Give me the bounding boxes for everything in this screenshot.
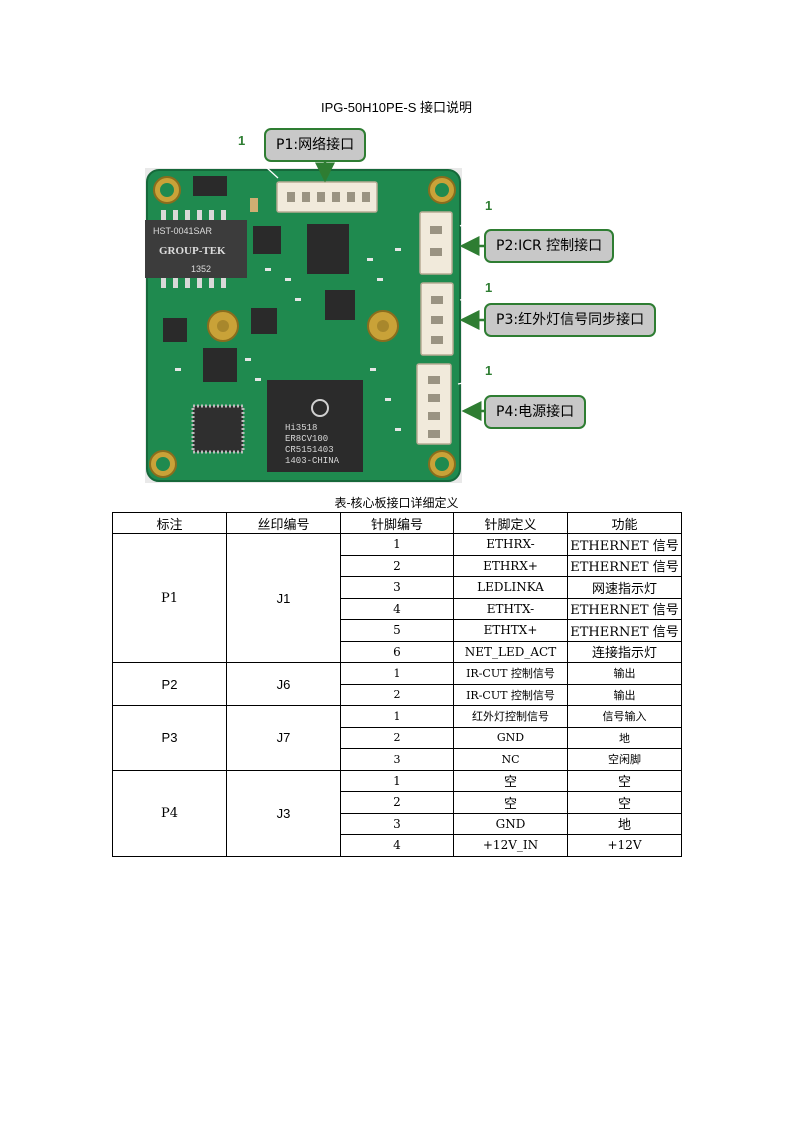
def-cell: 空 xyxy=(453,769,568,792)
pin-cell: 1 xyxy=(340,769,454,792)
func-cell: 连接指示灯 xyxy=(567,640,682,663)
header-silkscreen: 丝印编号 xyxy=(226,512,341,534)
table-row: 2 IR-CUT 控制信号 输出 xyxy=(113,683,682,706)
soc-label-4: 1403-CHINA xyxy=(285,456,340,466)
silk-cell: J3 xyxy=(226,769,341,857)
func-cell: 空 xyxy=(567,769,682,792)
def-cell: IR-CUT 控制信号 xyxy=(453,683,568,706)
func-cell: ETHERNET 信号 xyxy=(567,619,682,642)
def-cell: ETHRX- xyxy=(453,533,568,556)
pin-cell: 1 xyxy=(340,662,454,685)
table-row: P3 J7 1 红外灯控制信号 信号输入 xyxy=(112,705,682,771)
def-cell: 红外灯控制信号 xyxy=(453,705,568,728)
func-cell: 空 xyxy=(567,791,682,814)
silk-cell: J1 xyxy=(226,533,341,663)
pin-definition-table: 标注 丝印编号 针脚编号 针脚定义 功能 P1 J1 1 ETHRX- ETHE… xyxy=(112,512,682,857)
transformer-label-1: HST-0041SAR xyxy=(153,226,213,236)
header-mark: 标注 xyxy=(112,512,227,534)
func-cell: +12V xyxy=(567,834,682,857)
document-title: IPG-50H10PE-S 接口说明 xyxy=(321,100,472,115)
transformer-label-2: GROUP-TEK xyxy=(159,245,226,257)
def-cell: +12V_IN xyxy=(453,834,568,857)
def-cell: IR-CUT 控制信号 xyxy=(453,662,568,685)
mark-cell: P4 xyxy=(112,769,227,857)
pin-cell: 1 xyxy=(340,705,454,728)
header-pin-definition: 针脚定义 xyxy=(453,512,568,534)
table-caption: 表-核心板接口详细定义 xyxy=(334,496,459,510)
callout-p4-power-interface: P4:电源接口 xyxy=(484,395,587,429)
board-photo: HST-0041SAR GROUP-TEK 1352 Hi3518 ER8CV1… xyxy=(145,168,462,483)
table-row: 5 ETHTX+ ETHERNET 信号 xyxy=(113,619,682,642)
mark-cell: P3 xyxy=(112,705,227,771)
table-row: 3 LEDLINKA 网速指示灯 xyxy=(113,576,682,599)
func-cell: 地 xyxy=(567,726,682,749)
header-function: 功能 xyxy=(567,512,682,534)
func-cell: ETHERNET 信号 xyxy=(567,597,682,620)
pin-cell: 4 xyxy=(340,834,454,857)
func-cell: 网速指示灯 xyxy=(567,576,682,599)
pin-cell: 3 xyxy=(340,576,454,599)
pin-cell: 2 xyxy=(340,683,454,706)
silk-cell: J7 xyxy=(226,705,341,771)
table-header-row: 标注 丝印编号 针脚编号 针脚定义 功能 xyxy=(112,512,682,534)
def-cell: GND xyxy=(453,726,568,749)
callout-p1-network-interface: P1:网络接口 xyxy=(264,128,367,162)
pin-cell: 2 xyxy=(340,554,454,577)
func-cell: 输出 xyxy=(567,683,682,706)
pin-cell: 5 xyxy=(340,619,454,642)
transformer-label-3: 1352 xyxy=(191,264,211,274)
callout-p4-pin-number: 1 xyxy=(485,363,493,378)
func-cell: 输出 xyxy=(567,662,682,685)
def-cell: ETHRX+ xyxy=(453,554,568,577)
def-cell: 空 xyxy=(453,791,568,814)
mark-cell: P2 xyxy=(112,662,227,706)
func-cell: 空闲脚 xyxy=(567,748,682,771)
func-cell: 信号输入 xyxy=(567,705,682,728)
func-cell: ETHERNET 信号 xyxy=(567,533,682,556)
mark-cell: P1 xyxy=(112,533,227,663)
callout-p1-pin-number: 1 xyxy=(238,133,246,148)
table-row: 3 GND 地 xyxy=(113,812,682,835)
pin-cell: 1 xyxy=(340,533,454,556)
pin-cell: 3 xyxy=(340,748,454,771)
func-cell: 地 xyxy=(567,812,682,835)
soc-label-2: ER8CV100 xyxy=(285,434,328,444)
def-cell: ETHTX+ xyxy=(453,619,568,642)
func-cell: ETHERNET 信号 xyxy=(567,554,682,577)
silk-cell: J6 xyxy=(226,662,341,706)
callout-p2-pin-number: 1 xyxy=(485,198,493,213)
table-row: P1 J1 1 ETHRX- ETHERNET 信号 xyxy=(112,533,682,663)
callout-p3-ir-sync-interface: P3:红外灯信号同步接口 xyxy=(484,303,657,337)
table-row: 2 GND 地 xyxy=(113,726,682,749)
soc-label-3: CR5151403 xyxy=(285,445,334,455)
table-row: 4 +12V_IN +12V xyxy=(113,834,682,857)
def-cell: NET_LED_ACT xyxy=(453,640,568,663)
pin-cell: 2 xyxy=(340,791,454,814)
header-pin-number: 针脚编号 xyxy=(340,512,454,534)
table-row: 2 ETHRX+ ETHERNET 信号 xyxy=(113,554,682,577)
def-cell: GND xyxy=(453,812,568,835)
table-row: P2 J6 1 IR-CUT 控制信号 输出 xyxy=(112,662,682,706)
pin-cell: 2 xyxy=(340,726,454,749)
soc-label-1: Hi3518 xyxy=(285,423,317,433)
def-cell: ETHTX- xyxy=(453,597,568,620)
table-row: P4 J3 1 空 空 xyxy=(112,769,682,857)
pin-cell: 3 xyxy=(340,812,454,835)
callout-p3-pin-number: 1 xyxy=(485,280,493,295)
table-row: 3 NC 空闲脚 xyxy=(113,748,682,771)
pin-cell: 6 xyxy=(340,640,454,663)
callout-p2-icr-interface: P2:ICR 控制接口 xyxy=(484,229,615,263)
def-cell: LEDLINKA xyxy=(453,576,568,599)
pin-cell: 4 xyxy=(340,597,454,620)
def-cell: NC xyxy=(453,748,568,771)
